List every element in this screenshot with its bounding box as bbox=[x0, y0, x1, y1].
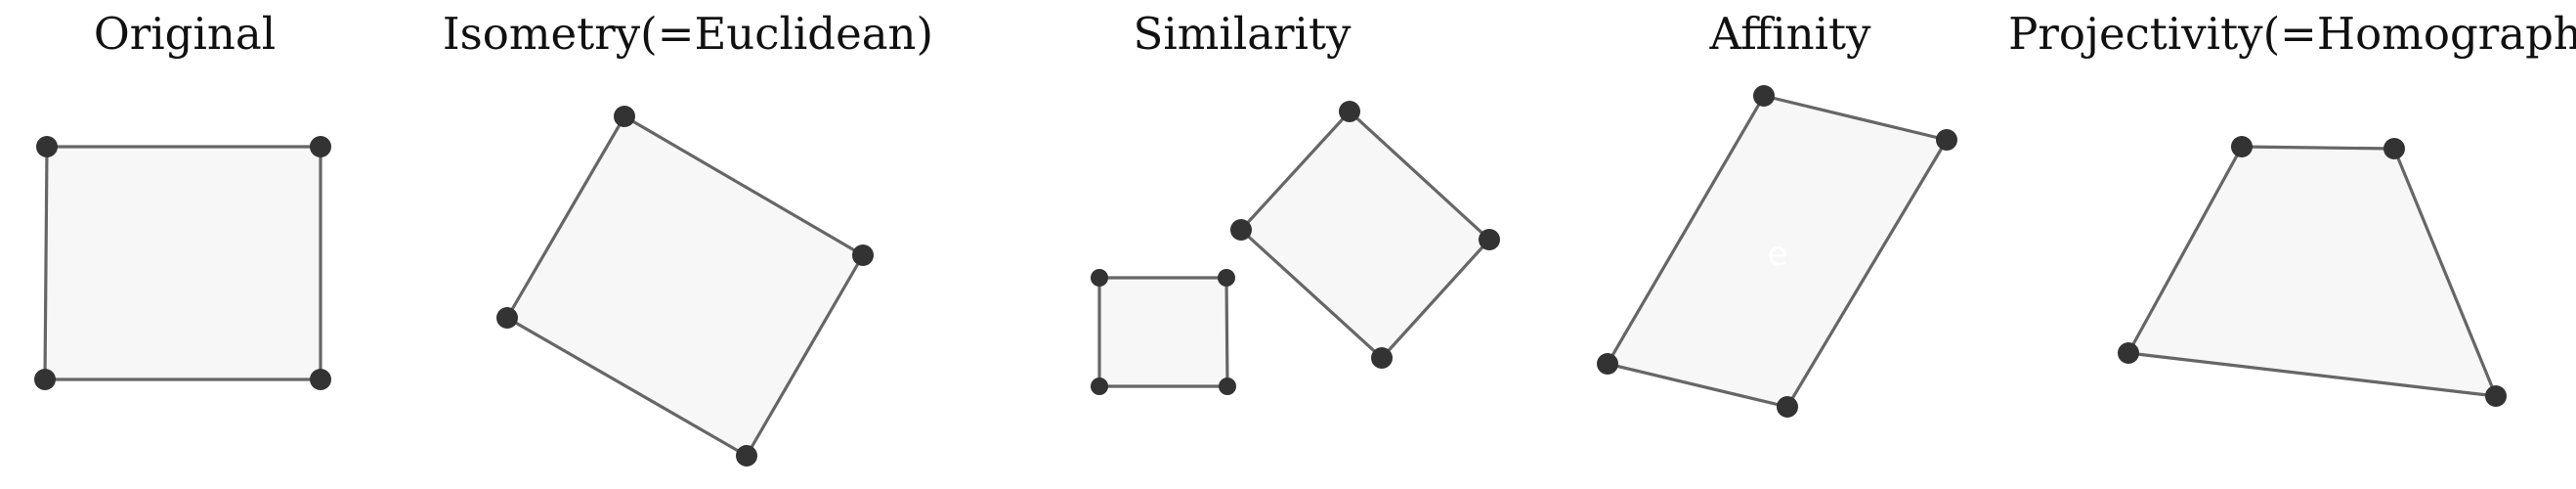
vertex bbox=[736, 445, 757, 467]
panel-title-original: Original bbox=[94, 8, 276, 60]
vertex bbox=[1777, 396, 1798, 418]
panel-title-similarity: Similarity bbox=[1134, 8, 1352, 60]
panel-isometry: Isometry(=Euclidean) bbox=[443, 8, 933, 467]
vertex bbox=[310, 369, 331, 390]
similarity-small-square bbox=[1097, 276, 1229, 388]
vertex bbox=[2485, 385, 2507, 407]
watermark: e bbox=[1768, 235, 1788, 274]
panel-projectivity: Projectivity(=Homography) bbox=[2008, 8, 2576, 407]
vertex bbox=[1230, 219, 1252, 241]
panel-title-affinity: Affinity bbox=[1709, 8, 1872, 60]
vertex bbox=[1753, 85, 1775, 107]
panel-original: Original bbox=[34, 8, 331, 390]
vertex bbox=[2231, 136, 2253, 157]
vertex bbox=[1219, 378, 1236, 395]
vertex bbox=[34, 369, 56, 390]
vertex bbox=[1479, 229, 1500, 250]
panel-similarity: Similarity bbox=[1091, 8, 1500, 395]
vertex bbox=[1371, 347, 1393, 369]
vertex bbox=[496, 307, 518, 329]
vertex bbox=[1339, 101, 1360, 122]
vertex bbox=[1597, 353, 1618, 375]
vertex bbox=[852, 244, 874, 266]
vertex bbox=[1091, 269, 1108, 287]
original-square bbox=[43, 145, 322, 381]
vertex bbox=[36, 136, 58, 157]
panel-affinity: Affinity e bbox=[1597, 8, 1957, 418]
vertex bbox=[1091, 378, 1108, 395]
vertex bbox=[2383, 138, 2405, 159]
vertex bbox=[310, 136, 331, 157]
isometry-square bbox=[505, 114, 865, 458]
vertex bbox=[1936, 129, 1957, 151]
vertex bbox=[2118, 342, 2139, 364]
panel-title-projectivity: Projectivity(=Homography) bbox=[2008, 8, 2576, 60]
vertex bbox=[614, 106, 635, 127]
vertex bbox=[1218, 269, 1235, 287]
similarity-rotated-square bbox=[1239, 110, 1491, 360]
projectivity-quadrilateral bbox=[2126, 145, 2498, 398]
panel-title-isometry: Isometry(=Euclidean) bbox=[443, 8, 933, 60]
